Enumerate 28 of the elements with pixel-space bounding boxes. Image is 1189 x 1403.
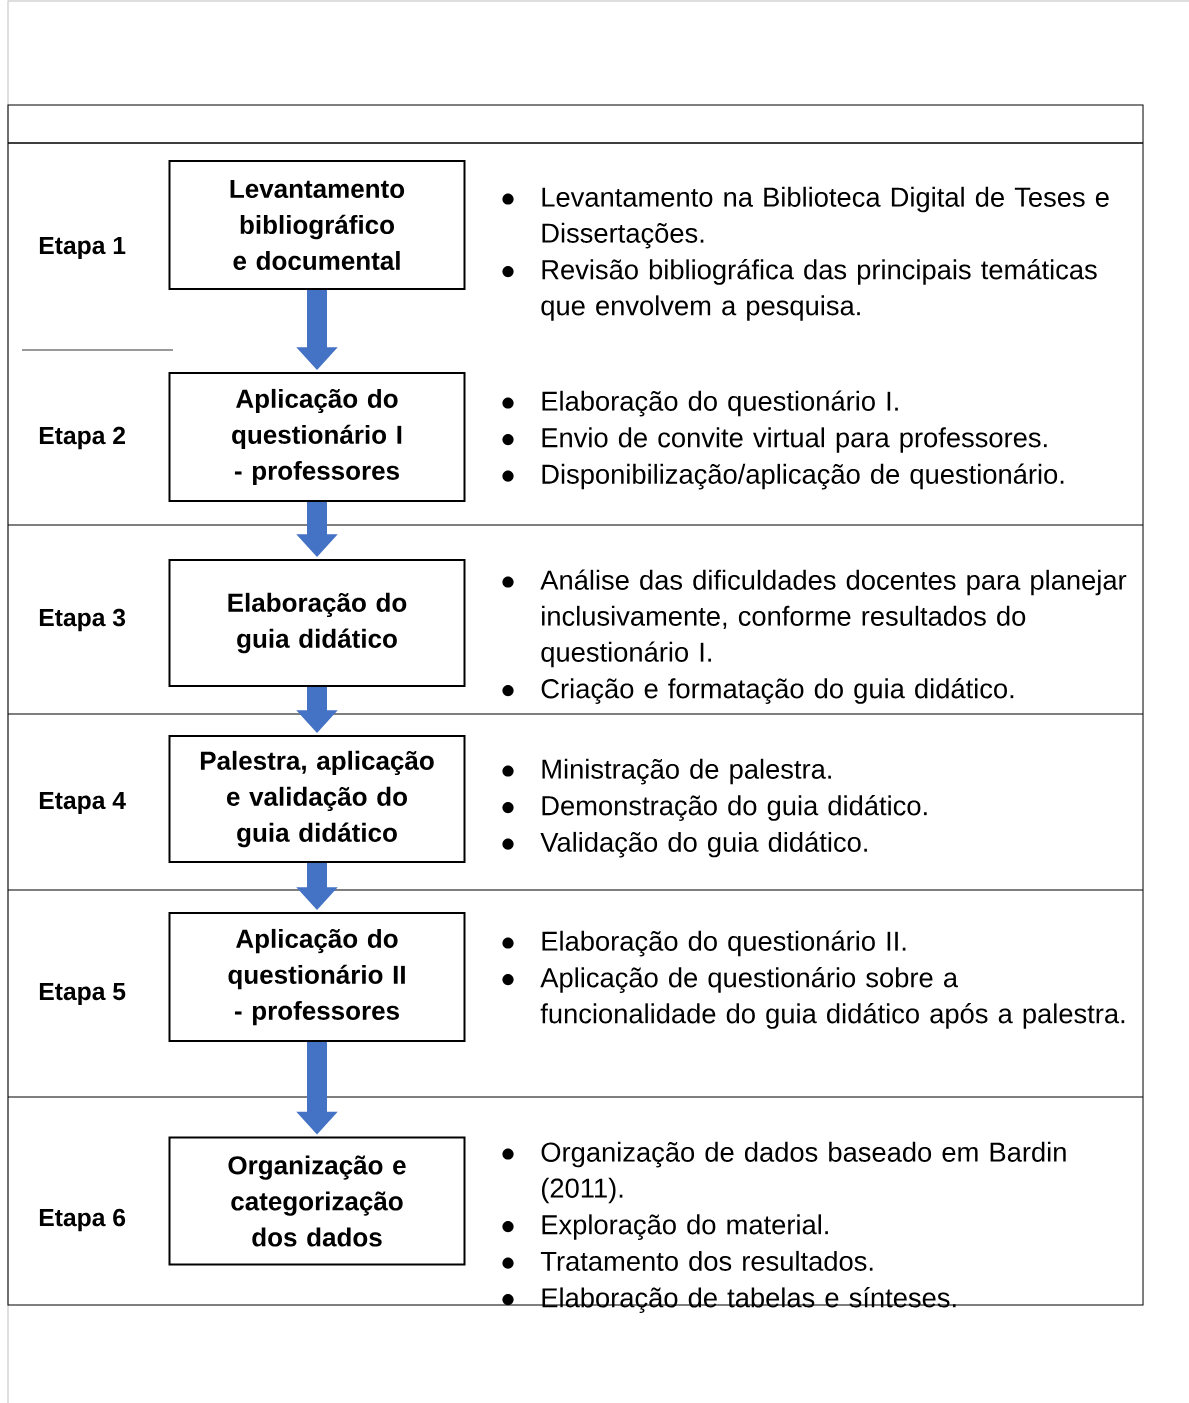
bullet-item: Exploração do material. xyxy=(542,1214,828,1240)
stage-label: Etapa 4 xyxy=(39,791,126,815)
process-box: Aplicação do questionário I - professores xyxy=(168,372,466,502)
stage-label: Etapa 5 xyxy=(39,982,126,1006)
bullet-item: Elaboração do questionário II. xyxy=(542,930,906,957)
bullet-item: Envio de convite virtual para professores. xyxy=(542,427,1047,453)
bullet-item: Organização de dados baseado em Bardin (2011). xyxy=(541,1141,1066,1204)
process-box: Aplicação do questionário II - professores xyxy=(168,912,466,1042)
stage-label: Etapa 6 xyxy=(39,1208,126,1232)
bullet-item: Demonstração do guia didático. xyxy=(542,795,927,821)
process-box: Levantamento bibliográfico e documental xyxy=(168,160,466,290)
bullet-item: Validação do guia didático. xyxy=(540,831,867,858)
bullet-item: Revisão bibliográfica das principais temáticas que envolvem a pesquisa. xyxy=(541,259,1097,321)
bullet-item: Tratamento dos resultados. xyxy=(540,1250,873,1271)
process-box: Elaboração do guia didático xyxy=(168,559,466,687)
bullet-item: Análise das dificuldades docentes para planejar inclusivamente, conforme resultados do questionário I. xyxy=(540,569,1127,668)
bullet-item: Ministração de palestra. xyxy=(542,758,831,785)
stage-label: Etapa 3 xyxy=(39,608,126,632)
process-box: Organização e categorização dos dados xyxy=(168,1136,466,1266)
bullet-item: Aplicação de questionário sobre a funcionalidade do guia didático após a palestra. xyxy=(540,967,1125,1029)
bullet-item: Disponibilização/aplicação de questionário. xyxy=(542,463,1064,490)
process-box: Palestra, aplicação e validação do guia didático xyxy=(168,735,466,863)
bullet-item: Elaboração de tabelas e sínteses. xyxy=(542,1287,956,1313)
stage-label: Etapa 2 xyxy=(39,426,125,450)
bullet-item: Levantamento na Biblioteca Digital de Teses e Dissertações. xyxy=(542,186,1109,249)
bullet-item: Elaboração do questionário I. xyxy=(542,390,898,417)
stage-label: Etapa 1 xyxy=(39,236,126,260)
bullet-item: Criação e formatação do guia didático. xyxy=(541,678,1014,704)
